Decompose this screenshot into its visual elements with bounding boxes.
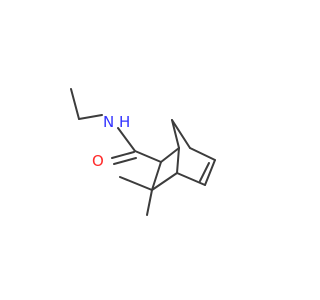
molecule-structure-diagram: N H O [70,88,216,216]
bond-methyl-2 [146,189,153,216]
bond-ethyl-ch2-n [78,114,103,120]
bond-carbonyl-double-2 [113,157,137,165]
bond-c1-c6 [176,147,180,174]
bond-bridge-c4 [171,119,191,149]
bond-c5-c2 [151,161,162,191]
nitrogen-atom-label: N [103,113,114,131]
bond-c6-c5 [151,172,178,191]
hydrogen-atom-label: H [119,113,130,131]
bond-ethyl-ch3-ch2 [70,88,80,120]
bond-c4-alkene [189,147,216,161]
bond-carbonyl-c2 [134,150,162,163]
bond-methyl-1 [119,176,153,191]
bond-alkene-double-1 [204,159,216,186]
bond-n-carbonyl [117,127,136,152]
bond-alkene-c6 [176,172,206,186]
bond-c2-c1 [160,147,180,163]
bond-carbonyl-double-1 [111,151,135,159]
bond-c1-bridge [171,119,180,149]
bond-alkene-double-2 [199,162,210,182]
oxygen-atom-label: O [92,152,104,170]
